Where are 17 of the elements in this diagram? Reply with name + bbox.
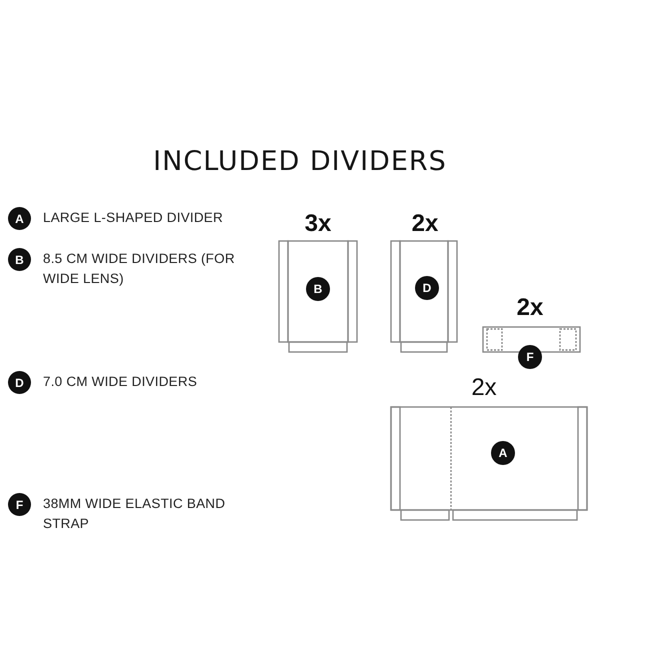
item-description: LARGE L-SHAPED DIVIDER <box>43 209 223 227</box>
quantity-label: 3x <box>304 211 332 237</box>
letter-badge: F <box>8 493 31 516</box>
item-description: 38MM WIDE ELASTIC BAND STRAP <box>43 495 226 533</box>
letter-badge: B <box>8 248 31 271</box>
item-description: 7.0 CM WIDE DIVIDERS <box>43 373 198 391</box>
letter-badge: A <box>491 441 515 465</box>
title: INCLUDED DIVIDERS <box>153 145 447 179</box>
letter-badge: D <box>8 371 31 394</box>
quantity-label: 2x <box>471 375 497 401</box>
letter-badge: A <box>8 207 31 230</box>
letter-badge: D <box>415 276 439 300</box>
letter-badge: F <box>518 345 542 369</box>
quantity-label: 2x <box>516 295 544 321</box>
item-description: 8.5 CM WIDE DIVIDERS (FOR WIDE LENS) <box>43 250 236 288</box>
letter-badge: B <box>306 277 330 301</box>
quantity-label: 2x <box>412 211 438 237</box>
